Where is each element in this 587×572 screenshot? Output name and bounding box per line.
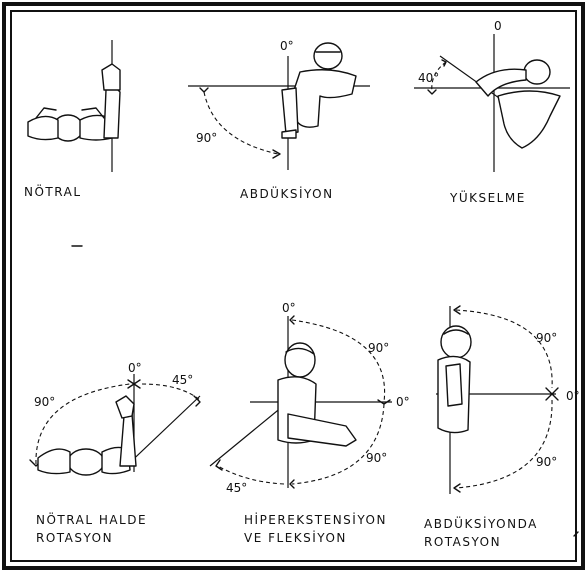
angle-90-top: 90°	[368, 341, 389, 355]
angle-90: 90°	[196, 131, 217, 145]
caption-notral-rotasyon-2: ROTASYON	[36, 531, 113, 545]
angle-90-bottom: 90°	[536, 455, 557, 469]
caption-notral-rotasyon-1: NÖTRAL HALDE	[36, 511, 147, 527]
caption-yukselme: YÜKSELME	[449, 189, 526, 205]
caption-abduksiyon: ABDÜKSİYON	[240, 185, 334, 201]
panel-abduksiyon: 0° 90° ABDÜKSİYON	[188, 39, 370, 201]
panel-notral: NÖTRAL	[24, 40, 120, 199]
angle-0: 0	[494, 19, 502, 33]
panel-yukselme: 0 40° YÜKSELME	[414, 19, 570, 205]
caption-abduksiyonda-rotasyon-1: ABDÜKSİYONDA	[424, 515, 538, 531]
angle-0-top: 0°	[282, 301, 296, 315]
angle-0: 0°	[128, 361, 142, 375]
caption-abduksiyonda-rotasyon-2: ROTASYON	[424, 535, 501, 549]
caption-hiperekstensiyon-1: HİPEREKSTENSİYON	[244, 512, 387, 527]
panel-abduksiyonda-rotasyon: 90° 0° 90° ABDÜKSİYONDA ROTASYON	[424, 306, 580, 549]
angle-90: 90°	[34, 395, 55, 409]
angle-90-top: 90°	[536, 331, 557, 345]
panel-notral-rotasyon: 0° 90° 45° NÖTRAL HALDE ROTASYON	[30, 361, 200, 545]
angle-0: 0°	[280, 39, 294, 53]
angle-40: 40°	[418, 71, 439, 85]
angle-45: 45°	[226, 481, 247, 495]
angle-0: 0°	[566, 389, 580, 403]
angle-45: 45°	[172, 373, 193, 387]
caption-notral: NÖTRAL	[24, 183, 82, 199]
caption-hiperekstensiyon-2: VE FLEKSİYON	[244, 530, 347, 545]
angle-0-right: 0°	[396, 395, 410, 409]
angle-90-bottom: 90°	[366, 451, 387, 465]
panel-hiperekstensiyon: 0° 90° 0° 90° 45° HİPEREKSTENSİYON VE FL…	[210, 301, 410, 545]
